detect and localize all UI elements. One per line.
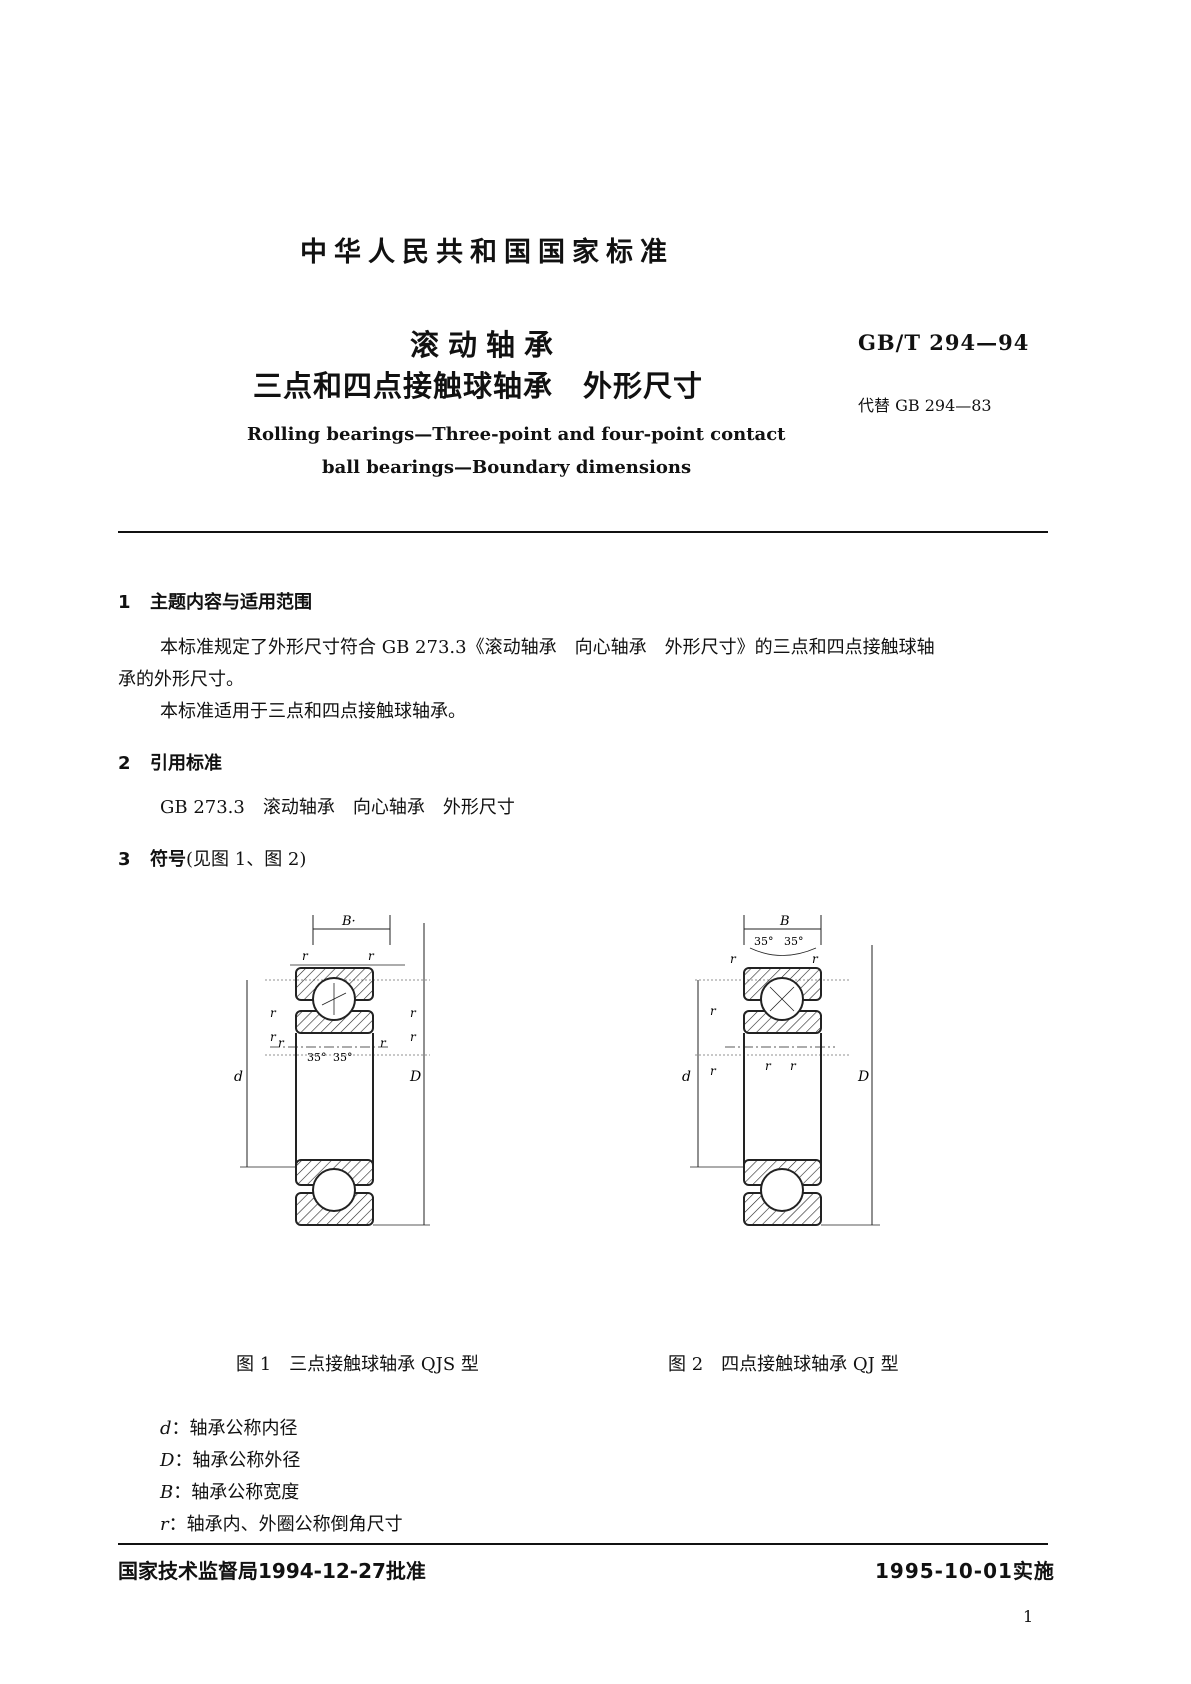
- figure-1-label-r-side-right-2: r: [410, 1030, 417, 1044]
- national-standard-header: 中华人民共和国国家标准: [300, 237, 674, 268]
- section-2-heading: 2 引用标准: [118, 749, 222, 775]
- symbol-definition: r：轴承内、外圈公称倒角尺寸: [160, 1510, 403, 1536]
- english-title-line2: ball bearings—Boundary dimensions: [322, 457, 692, 478]
- figure-1-label-b: B·: [341, 914, 356, 929]
- section-1-number: 1: [118, 592, 131, 613]
- figure-2-label-r-side-left: r: [710, 1004, 717, 1018]
- figure-2-label-r-bottom-right: r: [790, 1059, 797, 1073]
- symbol-definition: D：轴承公称外径: [160, 1446, 300, 1472]
- figure-1-label-r-side-left-2: r: [270, 1030, 277, 1044]
- figure-1-label-r-bottom-left: r: [278, 1036, 285, 1050]
- figure-1-drawing: B· r r r r r r r r 35° 35° d: [234, 914, 430, 1226]
- symbol-definition: B：轴承公称宽度: [160, 1478, 299, 1504]
- section-3-number: 3: [118, 849, 131, 870]
- effective-date: 1995-10-01实施: [875, 1559, 1055, 1583]
- figure-2-label-r-top-left: r: [730, 952, 737, 966]
- figure-1-angle-right: 35°: [333, 1051, 353, 1064]
- figure-2-label-r-bottom-left: r: [765, 1059, 772, 1073]
- figure-2-label-r-side-left-2: r: [710, 1064, 717, 1078]
- figure-2-angle-right: 35°: [784, 935, 804, 948]
- symbol-description: ：轴承公称外径: [174, 1450, 301, 1471]
- figure-2-drawing: B 35° 35° r r r r r r d D: [682, 914, 880, 1226]
- document-title-line1: 滚动轴承: [410, 328, 563, 362]
- figure-1-label-r-top-left: r: [302, 949, 309, 963]
- replaces-standard: 代替 GB 294—83: [858, 396, 992, 415]
- section-1-paragraph-1-continued: 承的外形尺寸。: [118, 669, 244, 690]
- figure-1-label-r-bottom-right: r: [380, 1036, 387, 1050]
- figure-1-label-d: d: [234, 1069, 243, 1085]
- figure-2-label-big-d: D: [857, 1069, 869, 1085]
- section-1-paragraph-2: 本标准适用于三点和四点接触球轴承。: [160, 701, 466, 722]
- figure-2-label-b: B: [779, 914, 790, 929]
- document-title-line2: 三点和四点接触球轴承 外形尺寸: [253, 369, 704, 403]
- symbol-description: ：轴承内、外圈公称倒角尺寸: [168, 1514, 403, 1535]
- figure-2-angle-left: 35°: [754, 935, 774, 948]
- section-1-title: 主题内容与适用范围: [150, 592, 312, 613]
- figure-1-angle-left: 35°: [307, 1051, 327, 1064]
- section-3-note: (见图 1、图 2): [186, 849, 307, 870]
- symbol-description: ：轴承公称宽度: [173, 1482, 300, 1503]
- symbol-name: d: [160, 1418, 172, 1439]
- figure-2-label-d: d: [682, 1069, 691, 1085]
- figure-1-label-r-top-right: r: [368, 949, 375, 963]
- figure-1-label-big-d: D: [409, 1069, 421, 1085]
- figure-1-label-r-side-left-1: r: [270, 1006, 277, 1020]
- section-1-paragraph-1: 本标准规定了外形尺寸符合 GB 273.3《滚动轴承 向心轴承 外形尺寸》的三点…: [160, 637, 935, 658]
- approval-statement: 国家技术监督局1994-12-27批准: [118, 1559, 426, 1583]
- bearing-figures: B· r r r r r r r r 35° 35° d: [234, 914, 880, 1226]
- standard-number: GB/T 294—94: [858, 330, 1030, 355]
- section-2-title: 引用标准: [150, 753, 222, 774]
- footer-divider: [118, 1543, 1048, 1545]
- section-1-heading: 1 主题内容与适用范围: [118, 588, 312, 614]
- page-number: 1: [1023, 1607, 1034, 1626]
- symbol-definition: d：轴承公称内径: [160, 1414, 298, 1440]
- symbol-name: B: [160, 1482, 174, 1503]
- figure-2-caption: 图 2 四点接触球轴承 QJ 型: [668, 1354, 899, 1375]
- section-3-heading: 3 符号(见图 1、图 2): [118, 845, 306, 871]
- header-divider: [118, 531, 1048, 533]
- figure-2-label-r-top-right: r: [812, 952, 819, 966]
- figure-1-caption: 图 1 三点接触球轴承 QJS 型: [236, 1354, 479, 1375]
- english-title-line1: Rolling bearings—Three-point and four-po…: [247, 424, 786, 445]
- symbol-name: D: [160, 1450, 175, 1471]
- symbol-description: ：轴承公称内径: [171, 1418, 298, 1439]
- section-3-title: 符号: [150, 849, 186, 870]
- section-2-number: 2: [118, 753, 131, 774]
- symbol-name: r: [160, 1514, 169, 1535]
- referenced-standard: GB 273.3 滚动轴承 向心轴承 外形尺寸: [160, 797, 515, 818]
- figure-1-label-r-side-right-1: r: [410, 1006, 417, 1020]
